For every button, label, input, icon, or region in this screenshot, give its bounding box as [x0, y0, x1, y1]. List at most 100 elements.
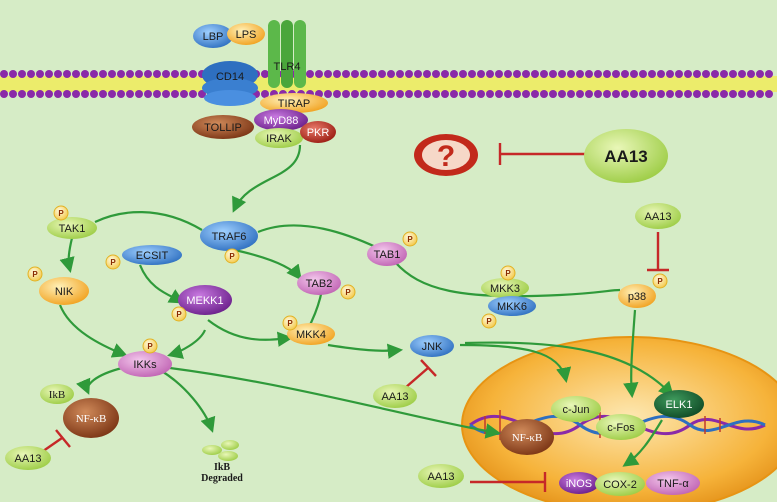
ikb-degraded-label: IkB: [214, 462, 230, 473]
membrane-lipid-head: [567, 90, 575, 98]
lbp-label: LBP: [203, 31, 224, 43]
aa13-genes-label: AA13: [428, 471, 455, 483]
tollip-protein: [192, 115, 254, 139]
membrane-lipid-head: [0, 90, 8, 98]
mekk1-protein: [178, 285, 232, 315]
myd88-protein: [254, 109, 308, 131]
membrane-lipid-head: [486, 90, 494, 98]
membrane-lipid-head: [531, 90, 539, 98]
membrane-lipid-head: [702, 70, 710, 78]
membrane-lipid-head: [81, 70, 89, 78]
nfkb-cytoplasm-label: NF-κB: [76, 413, 107, 425]
membrane-lipid-head: [558, 90, 566, 98]
phospho-label-mekk1: P: [176, 310, 182, 319]
p38-protein: [618, 284, 656, 308]
membrane-lipid-head: [648, 70, 656, 78]
membrane-lipid-head: [351, 90, 359, 98]
membrane-lipid-head: [675, 90, 683, 98]
membrane-lipid-head: [756, 90, 764, 98]
membrane-lipid-head: [729, 90, 737, 98]
membrane-lipid-head: [405, 70, 413, 78]
nik-label: NIK: [55, 286, 74, 298]
membrane-lipid-head: [450, 90, 458, 98]
cjun-protein: [551, 396, 601, 422]
mkk3-protein: [481, 278, 529, 298]
aa13-nfkb-label: AA13: [15, 453, 42, 465]
membrane-lipid-head: [468, 90, 476, 98]
traf6-label: TRAF6: [212, 231, 247, 243]
membrane-lipid-head: [108, 90, 116, 98]
membrane-lipid-head: [666, 70, 674, 78]
ikb-label: IkB: [49, 389, 66, 401]
membrane-lipid-head: [621, 90, 629, 98]
membrane-lipid-head: [666, 90, 674, 98]
membrane-lipid-head: [135, 70, 143, 78]
degraded-label: Degraded: [201, 473, 243, 484]
tab2-protein: [297, 271, 341, 295]
membrane-lipid-head: [504, 90, 512, 98]
membrane-lipid-head: [720, 90, 728, 98]
membrane-lipid-head: [342, 90, 350, 98]
jnk-label: JNK: [422, 341, 443, 353]
tlr4-receptor: [268, 20, 306, 88]
pkr-label: PKR: [307, 127, 330, 139]
membrane-lipid-head: [765, 90, 773, 98]
membrane-lipid-head: [0, 70, 8, 78]
membrane-lipid-head: [567, 70, 575, 78]
membrane-lipid-head: [126, 70, 134, 78]
membrane-lipid-head: [135, 90, 143, 98]
membrane-lipid-head: [378, 90, 386, 98]
membrane-lipid-head: [504, 70, 512, 78]
membrane-lipid-head: [27, 70, 35, 78]
inos-gene: [559, 472, 599, 494]
membrane-lipid-head: [306, 70, 314, 78]
nfkb-nucleus-protein: [500, 419, 554, 455]
membrane-lipid-head: [711, 70, 719, 78]
ikks-label: IKKs: [133, 359, 157, 371]
membrane-lipid-head: [261, 70, 269, 78]
phospho-label-mkk6: P: [486, 317, 492, 326]
unknown-target-inner: [422, 140, 470, 170]
membrane-lipid-head: [369, 70, 377, 78]
membrane-lipid-head: [378, 70, 386, 78]
membrane-lipid-head: [477, 90, 485, 98]
aa13-p38-bubble: [635, 203, 681, 229]
aa13-jnk-label: AA13: [382, 391, 409, 403]
membrane-lipid-head: [369, 90, 377, 98]
tnfa-gene: [646, 471, 700, 495]
tlr4-label: TLR4: [274, 61, 301, 73]
membrane-lipid-head: [432, 90, 440, 98]
cox2-label: COX-2: [603, 479, 637, 491]
membrane-lipid-head: [81, 90, 89, 98]
cell-membrane: [0, 70, 777, 98]
membrane-lipid-head: [765, 70, 773, 78]
question-mark: ?: [437, 140, 455, 173]
membrane-lipid-head: [693, 70, 701, 78]
membrane-lipid-head: [738, 90, 746, 98]
aa13-top-label: AA13: [604, 147, 647, 166]
membrane-lipid-head: [414, 90, 422, 98]
p38-label: p38: [628, 291, 646, 303]
membrane-lipid-head: [99, 70, 107, 78]
membrane-lipid-head: [603, 70, 611, 78]
membrane-lipid-head: [522, 70, 530, 78]
membrane-lipid-head: [522, 90, 530, 98]
membrane-lipid-head: [450, 70, 458, 78]
membrane-lipid-head: [720, 70, 728, 78]
membrane-lipid-head: [495, 70, 503, 78]
membrane-lipid-head: [9, 70, 17, 78]
membrane-lipid-head: [144, 90, 152, 98]
phosphate-labels: P P P P P P P P P P P P: [32, 209, 663, 351]
membrane-lipid-head: [432, 70, 440, 78]
inos-label: iNOS: [566, 478, 592, 490]
membrane-lipid-head: [189, 70, 197, 78]
membrane-lipid-head: [405, 90, 413, 98]
membrane-lipid-head: [63, 90, 71, 98]
membrane-lipid-head: [684, 70, 692, 78]
membrane-lipid-head: [531, 70, 539, 78]
membrane-lipid-head: [54, 70, 62, 78]
phospho-label-p38: P: [657, 277, 663, 286]
membrane-lipid-head: [486, 70, 494, 78]
membrane-lipid-head: [324, 70, 332, 78]
membrane-lipid-head: [549, 90, 557, 98]
